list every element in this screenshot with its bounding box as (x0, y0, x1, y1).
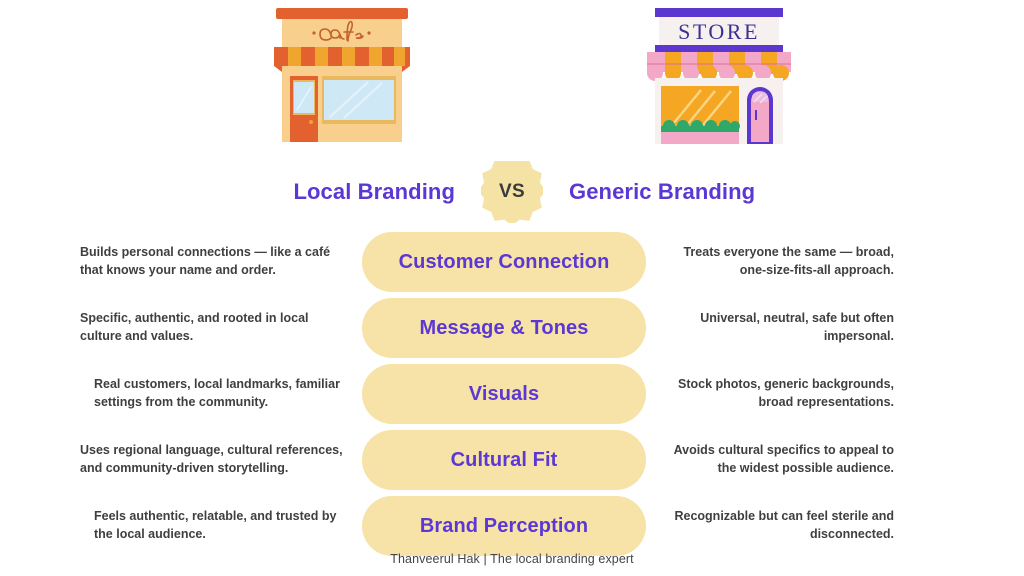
category-pill[interactable]: Visuals (362, 364, 646, 424)
category-pill-wrapper: Brand Perception (362, 496, 646, 556)
vs-label: VS (499, 181, 525, 202)
local-description: Builds personal connections — like a caf… (80, 245, 331, 277)
local-description: Uses regional language, cultural referen… (80, 443, 343, 475)
category-pill-wrapper: Message & Tones (362, 298, 646, 358)
category-pill-wrapper: Cultural Fit (362, 430, 646, 490)
generic-store-illustration: STORE (633, 2, 805, 155)
category-pill[interactable]: Brand Perception (362, 496, 646, 556)
category-pill[interactable]: Customer Connection (362, 232, 646, 292)
category-pill[interactable]: Cultural Fit (362, 430, 646, 490)
vs-badge: VS (481, 161, 543, 223)
illustrations-row: STORE (0, 0, 1024, 158)
generic-description: Treats everyone the same — broad, one-si… (683, 245, 894, 277)
comparison-row: Feels authentic, relatable, and trusted … (0, 496, 1024, 556)
local-description: Real customers, local landmarks, familia… (94, 377, 340, 409)
generic-description: Recognizable but can feel sterile and di… (674, 509, 894, 541)
category-pill[interactable]: Message & Tones (362, 298, 646, 358)
comparison-row: Real customers, local landmarks, familia… (0, 364, 1024, 424)
generic-description: Avoids cultural specifics to appeal to t… (673, 443, 894, 475)
vs-badge-starburst-icon (481, 161, 543, 223)
cafe-storefront-illustration (268, 4, 416, 151)
local-description: Specific, authentic, and rooted in local… (80, 311, 309, 343)
category-pill-wrapper: Customer Connection (362, 232, 646, 292)
comparison-table: Builds personal connections — like a caf… (0, 232, 1024, 562)
category-pill-wrapper: Visuals (362, 364, 646, 424)
local-branding-title: Local Branding (293, 179, 455, 204)
comparison-row: Builds personal connections — like a caf… (0, 232, 1024, 292)
svg-text:STORE: STORE (678, 19, 760, 44)
comparison-heading-row: Local Branding VS Generic Branding (0, 161, 1024, 223)
generic-description: Stock photos, generic backgrounds, broad… (677, 377, 894, 409)
local-description: Feels authentic, relatable, and trusted … (94, 509, 337, 541)
generic-branding-title: Generic Branding (569, 179, 756, 204)
footer-credit: Thanveerul Hak | The local branding expe… (390, 552, 634, 566)
comparison-row: Uses regional language, cultural referen… (0, 430, 1024, 490)
generic-description: Universal, neutral, safe but often imper… (700, 311, 894, 343)
comparison-row: Specific, authentic, and rooted in local… (0, 298, 1024, 358)
